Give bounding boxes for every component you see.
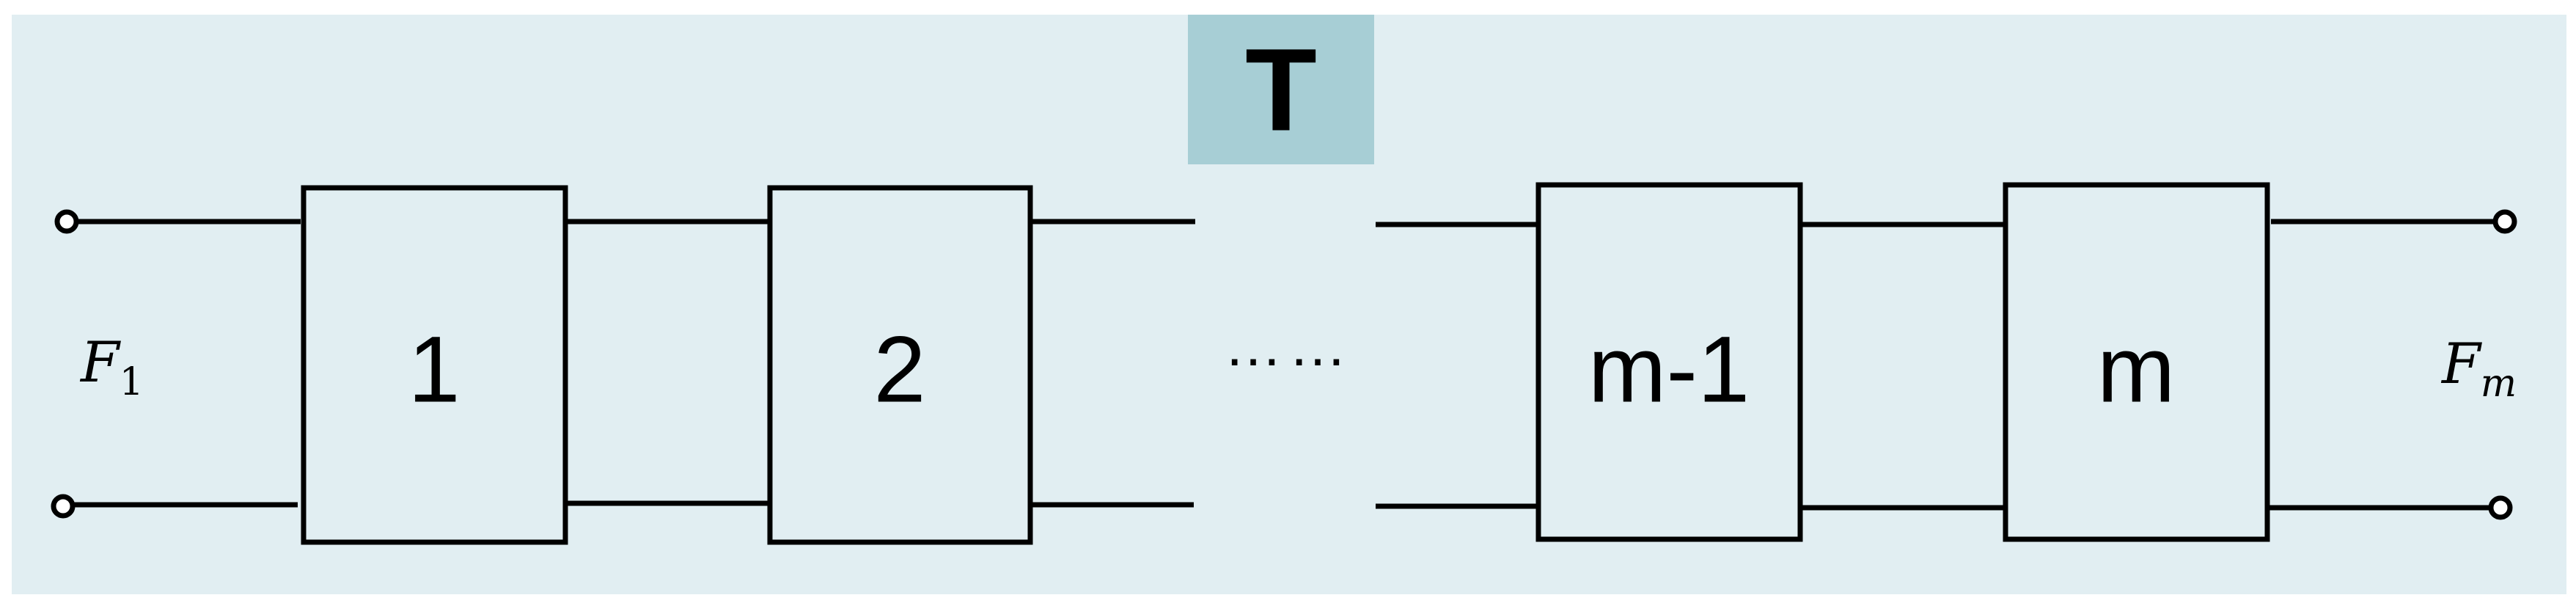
stage-label-m-1: m-1 (1588, 318, 1750, 423)
stage-box-2 (767, 185, 1033, 545)
input-terminal-top (54, 209, 79, 234)
title-block (1188, 15, 1374, 164)
stage-box-1 (301, 185, 568, 545)
output-port-label-sub: m (2481, 362, 2517, 406)
stage-label-m: m (2097, 318, 2176, 423)
output-port-label-base: F (2440, 331, 2482, 396)
input-terminal-bottom (51, 494, 76, 519)
stage-label-1: 1 (408, 318, 460, 423)
output-port-label: Fm (2440, 331, 2517, 406)
input-port-label: F1 (79, 329, 144, 404)
title-label: T (1245, 24, 1317, 156)
ellipsis: …… (1224, 313, 1353, 378)
stage-label-2: 2 (873, 318, 925, 423)
stage-box-m (2003, 182, 2270, 542)
output-terminal-bottom (2488, 495, 2513, 520)
stage-box-m-1 (1535, 182, 1803, 542)
output-terminal-top (2492, 209, 2517, 234)
input-port-label-sub: 1 (120, 360, 144, 404)
input-port-label-base: F (79, 329, 121, 395)
